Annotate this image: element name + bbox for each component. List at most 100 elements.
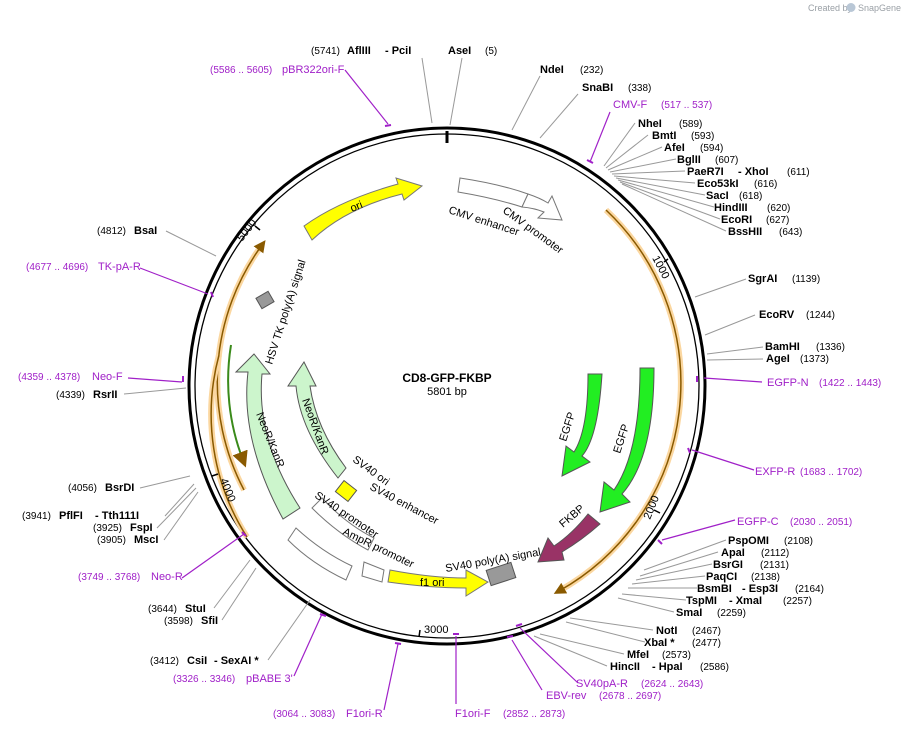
orf-arcs xyxy=(208,207,684,594)
bsrgi-name[interactable]: BsrGI xyxy=(713,559,743,571)
ecorv-name[interactable]: EcoRV xyxy=(759,309,795,321)
tspmi-name[interactable]: TspMI xyxy=(686,595,717,607)
egfpn-range: (1422 .. 1443) xyxy=(819,378,881,389)
egfp-inner-arrow[interactable] xyxy=(561,373,603,477)
bsmbi-name[interactable]: BsmBI xyxy=(697,583,732,595)
bamhi-name[interactable]: BamHI xyxy=(765,341,800,353)
sv40-ori-box[interactable] xyxy=(334,479,358,503)
cmvf-range: (517 .. 537) xyxy=(661,100,712,111)
bsrdi-name[interactable]: BsrDI xyxy=(105,482,134,494)
cmv-promoter-arrow[interactable] xyxy=(521,193,563,221)
bglii-name[interactable]: BglII xyxy=(677,154,701,166)
bmti-name[interactable]: BmtI xyxy=(652,130,676,142)
neof-name[interactable]: Neo-F xyxy=(92,371,123,383)
f1-ori-arrow[interactable] xyxy=(387,569,489,597)
sv40pa-name[interactable]: SV40pA-R xyxy=(576,678,628,690)
sexai-name[interactable]: - SexAI * xyxy=(214,655,259,667)
paqci-name[interactable]: PaqCI xyxy=(706,571,737,583)
pbabe-range: (3326 .. 3346) xyxy=(173,674,235,685)
egfpc-name[interactable]: EGFP-C xyxy=(737,516,779,528)
sv40pa-range: (2624 .. 2643) xyxy=(641,679,703,690)
afliii-name[interactable]: AflIII xyxy=(347,45,371,57)
smai-pos: (2259) xyxy=(717,608,746,619)
smai-name[interactable]: SmaI xyxy=(676,607,702,619)
f1f-name[interactable]: F1ori-F xyxy=(455,708,491,720)
esp3i-name[interactable]: - Esp3I xyxy=(742,583,778,595)
bsshii-name[interactable]: BssHII xyxy=(728,226,762,238)
ndei-name[interactable]: NdeI xyxy=(540,64,564,76)
saci-name[interactable]: SacI xyxy=(706,190,729,202)
eco53ki-pos: (616) xyxy=(754,179,777,190)
tick-mark-1000 xyxy=(663,258,669,263)
xhoi-name[interactable]: - XhoI xyxy=(738,166,769,178)
asei-name[interactable]: AseI xyxy=(448,45,471,57)
plasmid-size: 5801 bp xyxy=(427,386,467,398)
hincii-name[interactable]: HincII xyxy=(610,661,640,673)
exfp-name[interactable]: EXFP-R xyxy=(755,466,795,478)
hpai-name[interactable]: - HpaI xyxy=(652,661,683,673)
neor-kanr-inner-arrow[interactable] xyxy=(287,361,347,479)
sgrai-name[interactable]: SgrAI xyxy=(748,273,777,285)
neor-kanr-inner-label: NeoR/KanR xyxy=(299,397,330,456)
f1r-name[interactable]: F1ori-R xyxy=(346,708,383,720)
xbai-pos: (2477) xyxy=(692,638,721,649)
plasmid-name: CD8-GFP-FKBP xyxy=(402,371,491,385)
snabi-name[interactable]: SnaBI xyxy=(582,82,613,94)
tth111i-name[interactable]: - Tth111I xyxy=(95,510,139,522)
pbabe-name[interactable]: pBABE 3' xyxy=(246,673,293,685)
ecori-name[interactable]: EcoRI xyxy=(721,214,752,226)
msci-name[interactable]: MscI xyxy=(134,534,158,546)
tick-label-2000: 2000 xyxy=(642,494,662,521)
pbr322-range: (5586 .. 5605) xyxy=(210,65,272,76)
hindiii-pos: (620) xyxy=(767,203,790,214)
ebv-name[interactable]: EBV-rev xyxy=(546,690,587,702)
ampr-promoter-box[interactable] xyxy=(287,527,353,581)
fkbp-arrow[interactable] xyxy=(537,513,601,563)
pflfi-name[interactable]: PflFI xyxy=(59,510,83,522)
xmai-name[interactable]: - XmaI xyxy=(729,595,762,607)
eco53ki-name[interactable]: Eco53kI xyxy=(697,178,739,190)
pbr322-name[interactable]: pBR322ori-F xyxy=(282,64,345,76)
fspi-name[interactable]: FspI xyxy=(130,522,153,534)
hindiii-name[interactable]: HindIII xyxy=(714,202,748,214)
paer7i-name[interactable]: PaeR7I xyxy=(687,166,724,178)
tkpa-name[interactable]: TK-pA-R xyxy=(98,261,141,273)
tick-mark-2000 xyxy=(653,509,661,514)
ori-arrow[interactable] xyxy=(303,177,424,241)
saci-pos: (618) xyxy=(739,191,762,202)
noti-name[interactable]: NotI xyxy=(656,625,677,637)
mfei-name[interactable]: MfeI xyxy=(627,649,649,661)
sfii-name[interactable]: SfiI xyxy=(201,615,218,627)
pspomi-name[interactable]: PspOMI xyxy=(728,535,769,547)
afei-name[interactable]: AfeI xyxy=(664,142,685,154)
sv40-promoter-box[interactable] xyxy=(311,497,375,551)
cmvf-name[interactable]: CMV-F xyxy=(613,99,648,111)
agei-pos: (1373) xyxy=(800,354,829,365)
tick-mark-5000 xyxy=(254,225,261,231)
bmti-pos: (593) xyxy=(691,131,714,142)
cmv-enhancer-box[interactable] xyxy=(457,177,529,208)
xbai-name[interactable]: XbaI * xyxy=(644,637,675,649)
pcii-name[interactable]: - PciI xyxy=(385,45,411,57)
nhei-name[interactable]: NheI xyxy=(638,118,662,130)
primer-marks xyxy=(182,124,698,645)
egfp-outer-arrow[interactable] xyxy=(599,367,655,513)
credit-prefix: Created by xyxy=(808,3,853,13)
apai-name[interactable]: ApaI xyxy=(721,547,745,559)
ori-label: ori xyxy=(349,199,365,215)
primer-lines xyxy=(127,69,763,711)
rsrii-name[interactable]: RsrII xyxy=(93,389,117,401)
neor-kanr-outer-arrow[interactable] xyxy=(234,353,301,520)
orf-arc-green xyxy=(227,344,248,468)
bglii-pos: (607) xyxy=(715,155,738,166)
orf-arc-neo2 xyxy=(210,354,248,538)
ebv-range: (2678 .. 2697) xyxy=(599,691,661,702)
agei-name[interactable]: AgeI xyxy=(766,353,790,365)
sv40-polya-box[interactable] xyxy=(485,561,517,587)
bsai-name[interactable]: BsaI xyxy=(134,225,157,237)
neor-name[interactable]: Neo-R xyxy=(151,571,183,583)
stui-name[interactable]: StuI xyxy=(185,603,206,615)
csii-name[interactable]: CsiI xyxy=(187,655,207,667)
egfpn-name[interactable]: EGFP-N xyxy=(767,377,809,389)
hsv-tk-polya-box[interactable] xyxy=(255,290,275,310)
